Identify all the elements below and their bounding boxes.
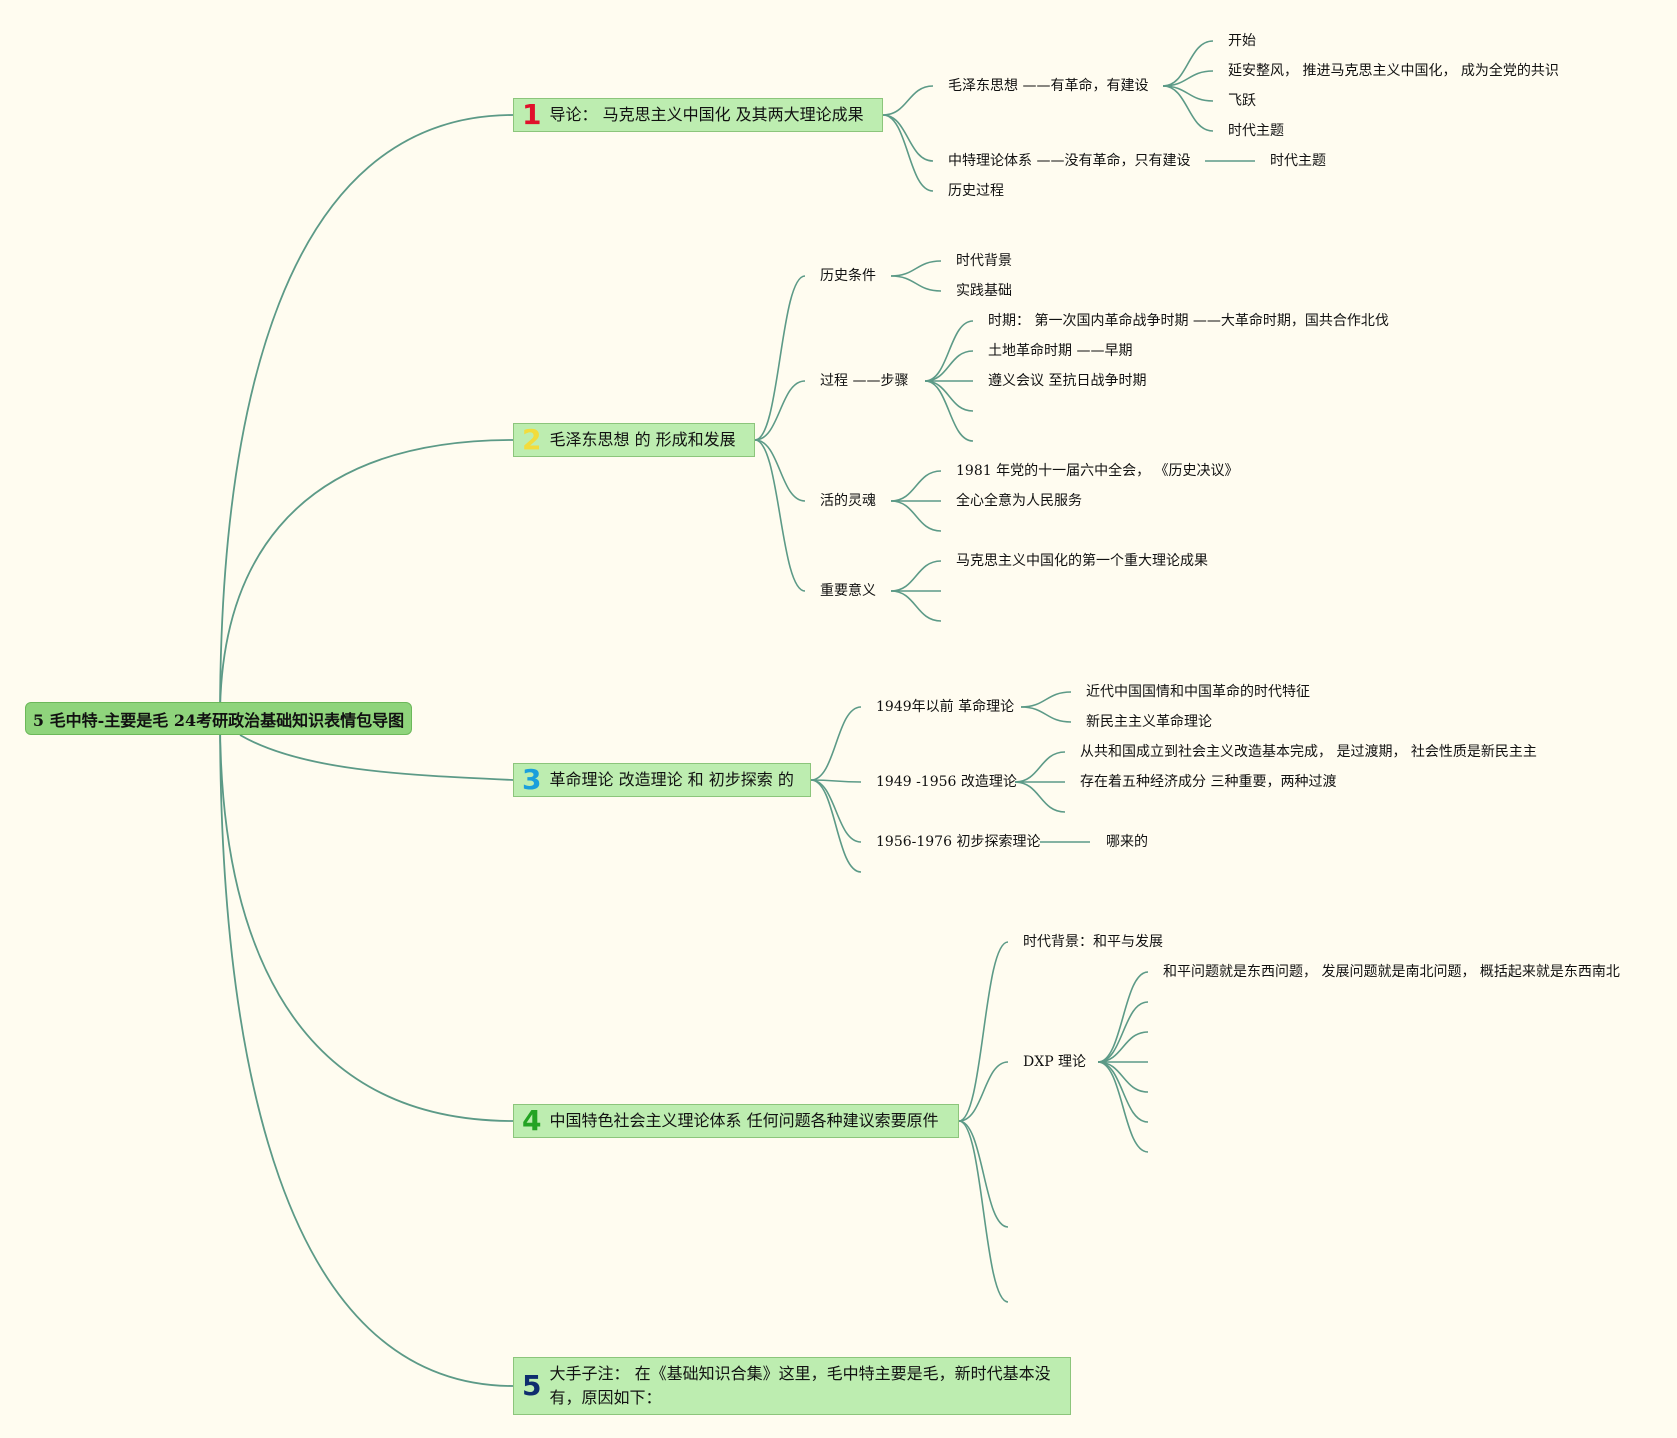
node-mao-thought[interactable]: 毛泽东思想 ——有革命，有建设: [948, 78, 1149, 94]
b4-conn-3: [958, 1120, 1009, 1303]
root-to-branch-2: [219, 439, 514, 719]
branch-label: 革命理论 改造理论 和 初步探索 的: [549, 770, 794, 789]
branch-number-5: 5: [522, 1369, 542, 1402]
b1-conn-0: [882, 85, 934, 116]
b4b-conn-6: [1097, 1061, 1149, 1153]
b3-conn-3: [810, 779, 862, 873]
b4-conn-0: [958, 941, 1009, 1122]
b2a-conn-1: [890, 275, 942, 292]
node-era-theme[interactable]: 时代主题: [1228, 123, 1284, 139]
b2b-conn-1: [924, 350, 974, 382]
branch-number-4: 4: [522, 1104, 542, 1137]
node-first-major-achievement[interactable]: 马克思主义中国化的第一个重大理论成果: [956, 553, 1208, 569]
branch-label: 导论： 马克思主义中国化 及其两大理论成果: [549, 105, 864, 124]
b4-conn-2: [958, 1120, 1009, 1228]
branch-2-mao-thought[interactable]: 2 毛泽东思想 的 形成和发展: [513, 423, 755, 457]
node-zunyi[interactable]: 遵义会议 至抗日战争时期: [988, 373, 1147, 389]
node-first-civil-war[interactable]: 时期： 第一次国内革命战争时期 ——大革命时期，国共合作北伐: [988, 313, 1389, 329]
node-process-steps[interactable]: 过程 ——步骤: [820, 373, 909, 389]
node-east-west-north-south[interactable]: 和平问题就是东西问题， 发展问题就是南北问题， 概括起来就是东西南北: [1163, 964, 1620, 980]
b2-conn-1: [754, 380, 806, 441]
b1-conn-2: [882, 114, 934, 192]
node-significance[interactable]: 重要意义: [820, 583, 876, 599]
root-to-branch-5: [219, 717, 514, 1387]
b4b-conn-5: [1097, 1061, 1149, 1123]
branch-3-revolution-theory[interactable]: 3 革命理论 改造理论 和 初步探索 的: [513, 763, 811, 797]
node-modern-china[interactable]: 近代中国国情和中国革命的时代特征: [1086, 684, 1310, 700]
node-transition-period[interactable]: 从共和国成立到社会主义改造基本完成， 是过渡期， 社会性质是新民主主: [1080, 744, 1537, 760]
b3a-conn-0: [1020, 691, 1072, 708]
node-history-process[interactable]: 历史过程: [948, 183, 1004, 199]
node-historical-conditions[interactable]: 历史条件: [820, 268, 876, 284]
node-serve-people[interactable]: 全心全意为人民服务: [956, 493, 1082, 509]
root-to-branch-1: [219, 114, 514, 719]
b1a-conn-3: [1162, 85, 1214, 132]
node-new-democracy[interactable]: 新民主主义革命理论: [1086, 714, 1212, 730]
node-pre-1949[interactable]: 1949年以前 革命理论: [876, 699, 1015, 715]
node-land-revolution[interactable]: 土地革命时期 ——早期: [988, 343, 1133, 359]
node-1956-1976[interactable]: 1956-1976 初步探索理论: [876, 834, 1041, 850]
b4b-conn-1: [1097, 1001, 1149, 1063]
node-peace-development[interactable]: 时代背景：和平与发展: [1023, 934, 1163, 950]
branch-number-1: 1: [522, 98, 542, 131]
b3b-conn-0: [1014, 751, 1066, 783]
b1a-conn-0: [1162, 40, 1214, 87]
node-dxp-theory[interactable]: DXP 理论: [1023, 1054, 1087, 1070]
b2d-conn-2: [890, 590, 942, 622]
b2-conn-2: [754, 439, 806, 502]
b2-conn-0: [754, 275, 806, 441]
b3a-conn-1: [1020, 706, 1072, 723]
b2c-conn-0: [890, 470, 942, 502]
node-era-background[interactable]: 时代背景: [956, 253, 1012, 269]
b4b-conn-0: [1097, 971, 1149, 1063]
b3-conn-0: [810, 706, 862, 781]
branch-number-2: 2: [522, 423, 542, 456]
b4b-conn-2: [1097, 1031, 1149, 1063]
node-1949-1956[interactable]: 1949 -1956 改造理论: [876, 774, 1017, 790]
b4b-conn-4: [1097, 1061, 1149, 1093]
node-era-theme-2[interactable]: 时代主题: [1270, 153, 1326, 169]
node-where-from[interactable]: 哪来的: [1106, 834, 1148, 850]
b3b-conn-2: [1014, 781, 1066, 813]
node-leap[interactable]: 飞跃: [1228, 93, 1256, 109]
root-to-branch-4: [219, 717, 514, 1122]
branch-label: 大手子注： 在《基础知识合集》这里，毛中特主要是毛，新时代基本没有，原因如下：: [549, 1364, 1051, 1407]
branch-number-3: 3: [522, 763, 542, 796]
branch-1-intro[interactable]: 1 导论： 马克思主义中国化 及其两大理论成果: [513, 98, 883, 132]
b3-conn-2: [810, 779, 862, 843]
node-five-sectors[interactable]: 存在着五种经济成分 三种重要，两种过渡: [1080, 774, 1337, 790]
b4-conn-1: [958, 1061, 1009, 1122]
node-cstheory[interactable]: 中特理论体系 ——没有革命，只有建设: [948, 153, 1191, 169]
branch-5-note[interactable]: 5 大手子注： 在《基础知识合集》这里，毛中特主要是毛，新时代基本没有，原因如下…: [513, 1357, 1071, 1415]
node-practice-basis[interactable]: 实践基础: [956, 283, 1012, 299]
b2b-conn-3: [924, 380, 974, 412]
b2d-conn-0: [890, 560, 942, 592]
node-start[interactable]: 开始: [1228, 33, 1256, 49]
b2-conn-3: [754, 439, 806, 592]
b2b-conn-0: [924, 320, 974, 382]
branch-label: 毛泽东思想 的 形成和发展: [549, 430, 736, 449]
b3-conn-1: [810, 779, 862, 783]
branch-4-cs-theory[interactable]: 4 中国特色社会主义理论体系 任何问题各种建议索要原件: [513, 1104, 959, 1138]
b2a-conn-0: [890, 260, 942, 277]
branch-label: 中国特色社会主义理论体系 任何问题各种建议索要原件: [549, 1111, 939, 1130]
root-to-branch-3: [239, 734, 514, 781]
node-yanan[interactable]: 延安整风， 推进马克思主义中国化， 成为全党的共识: [1228, 63, 1559, 79]
node-1981-plenary[interactable]: 1981 年党的十一届六中全会， 《历史决议》: [956, 463, 1239, 479]
b2c-conn-2: [890, 500, 942, 532]
b2b-conn-4: [924, 380, 974, 442]
node-living-soul[interactable]: 活的灵魂: [820, 493, 876, 509]
root-node[interactable]: 5 毛中特-主要是毛 24考研政治基础知识表情包导图: [25, 702, 412, 735]
